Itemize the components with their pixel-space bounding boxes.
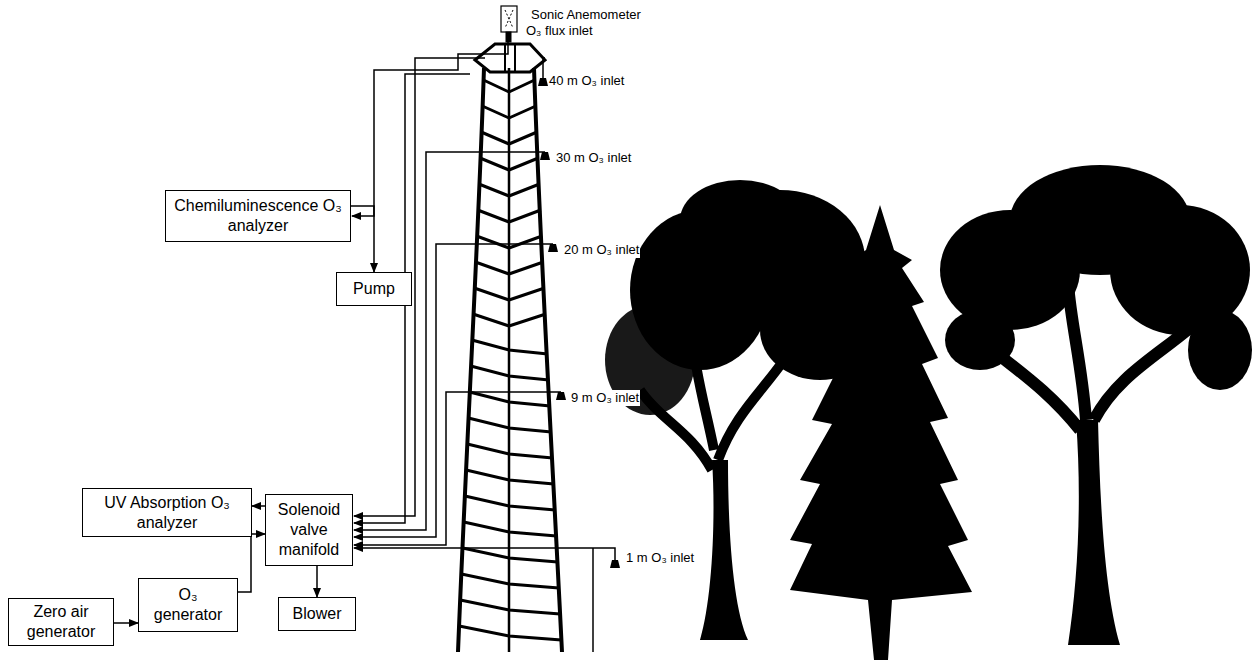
- box-text: Solenoid valve manifold: [272, 500, 346, 560]
- inlet-label: O₃ flux inlet: [525, 23, 594, 39]
- flow-arrow: [252, 505, 265, 507]
- box-text: Chemiluminescence O₃ analyzer: [172, 196, 344, 236]
- flow-arrow: [351, 206, 374, 272]
- instrument-box: Chemiluminescence O₃ analyzer: [165, 190, 351, 242]
- instrument-box: Blower: [278, 597, 356, 631]
- instrument-box: Pump: [336, 272, 412, 306]
- tree-silhouettes: [605, 165, 1252, 660]
- box-text: O₃ generator: [145, 585, 231, 625]
- flow-arrow: [316, 566, 318, 597]
- inlet-label: 40 m O₃ inlet: [548, 73, 625, 89]
- tower: [458, 44, 562, 652]
- inlet-label: 9 m O₃ inlet: [570, 390, 640, 406]
- inlet-label: 30 m O₃ inlet: [555, 150, 632, 166]
- inlet-label: 20 m O₃ inlet: [563, 242, 640, 258]
- instrument-box: UV Absorption O₃ analyzer: [82, 488, 252, 537]
- sample-lines: [352, 42, 615, 652]
- instrument-box: Zero air generator: [8, 598, 114, 646]
- box-text: UV Absorption O₃ analyzer: [89, 493, 245, 533]
- instrument-box: O₃ generator: [138, 578, 238, 632]
- inlet-label: 1 m O₃ inlet: [625, 550, 695, 566]
- box-text: Pump: [353, 279, 395, 299]
- inlet-label: Sonic Anemometer: [530, 7, 642, 23]
- box-text: Blower: [293, 604, 342, 624]
- box-text: Zero air generator: [15, 602, 107, 642]
- flow-arrow: [114, 622, 138, 624]
- flow-arrow: [238, 534, 265, 592]
- sonic-anemometer: [501, 6, 517, 42]
- instrument-box: Solenoid valve manifold: [265, 494, 353, 566]
